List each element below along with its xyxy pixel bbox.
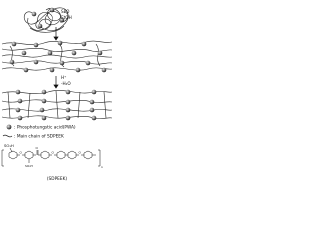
- step1-reagent-top: SPO: [61, 9, 70, 14]
- svg-text:O: O: [36, 146, 39, 150]
- svg-text:SO₃H: SO₃H: [25, 164, 33, 168]
- sulfonic-group-label: SO₃H: [4, 143, 14, 148]
- middle-pwa-spheres: [9, 40, 107, 73]
- top-pwa-spheres: [31, 7, 65, 29]
- svg-text:O: O: [79, 151, 82, 155]
- legend-pwa-sphere: [6, 124, 12, 130]
- svg-text:O: O: [20, 151, 23, 155]
- step1-arrow: [53, 27, 59, 41]
- sdpeek-pwa-scheme: SPO EtOH H⁺ -H₂O: [1, 7, 113, 182]
- step2-reagent-bottom: -H₂O: [61, 81, 71, 86]
- lower-pwa-spheres: [15, 89, 97, 121]
- step1-reagent-bottom: EtOH: [61, 15, 72, 20]
- step2-arrow: [53, 76, 59, 89]
- structure-caption: (SDPEEK): [47, 176, 68, 182]
- svg-text:O: O: [52, 151, 55, 155]
- legend-chain: : Main chain of SDPEEK: [2, 134, 64, 140]
- middle-chain-band: [1, 40, 113, 71]
- legend-chain-label: : Main chain of SDPEEK: [14, 134, 64, 140]
- sdpeek-structure: SO₃H O O O O SO₃H: [1, 143, 103, 169]
- legend-chain-line: [2, 134, 13, 138]
- legend-pwa: : Phosphotungstic acid(PWA): [6, 124, 76, 131]
- svg-text:n: n: [101, 165, 103, 169]
- step2-reagent-top: H⁺: [61, 75, 66, 80]
- lower-chain-network: [1, 90, 113, 120]
- legend-pwa-label: : Phosphotungstic acid(PWA): [14, 125, 76, 131]
